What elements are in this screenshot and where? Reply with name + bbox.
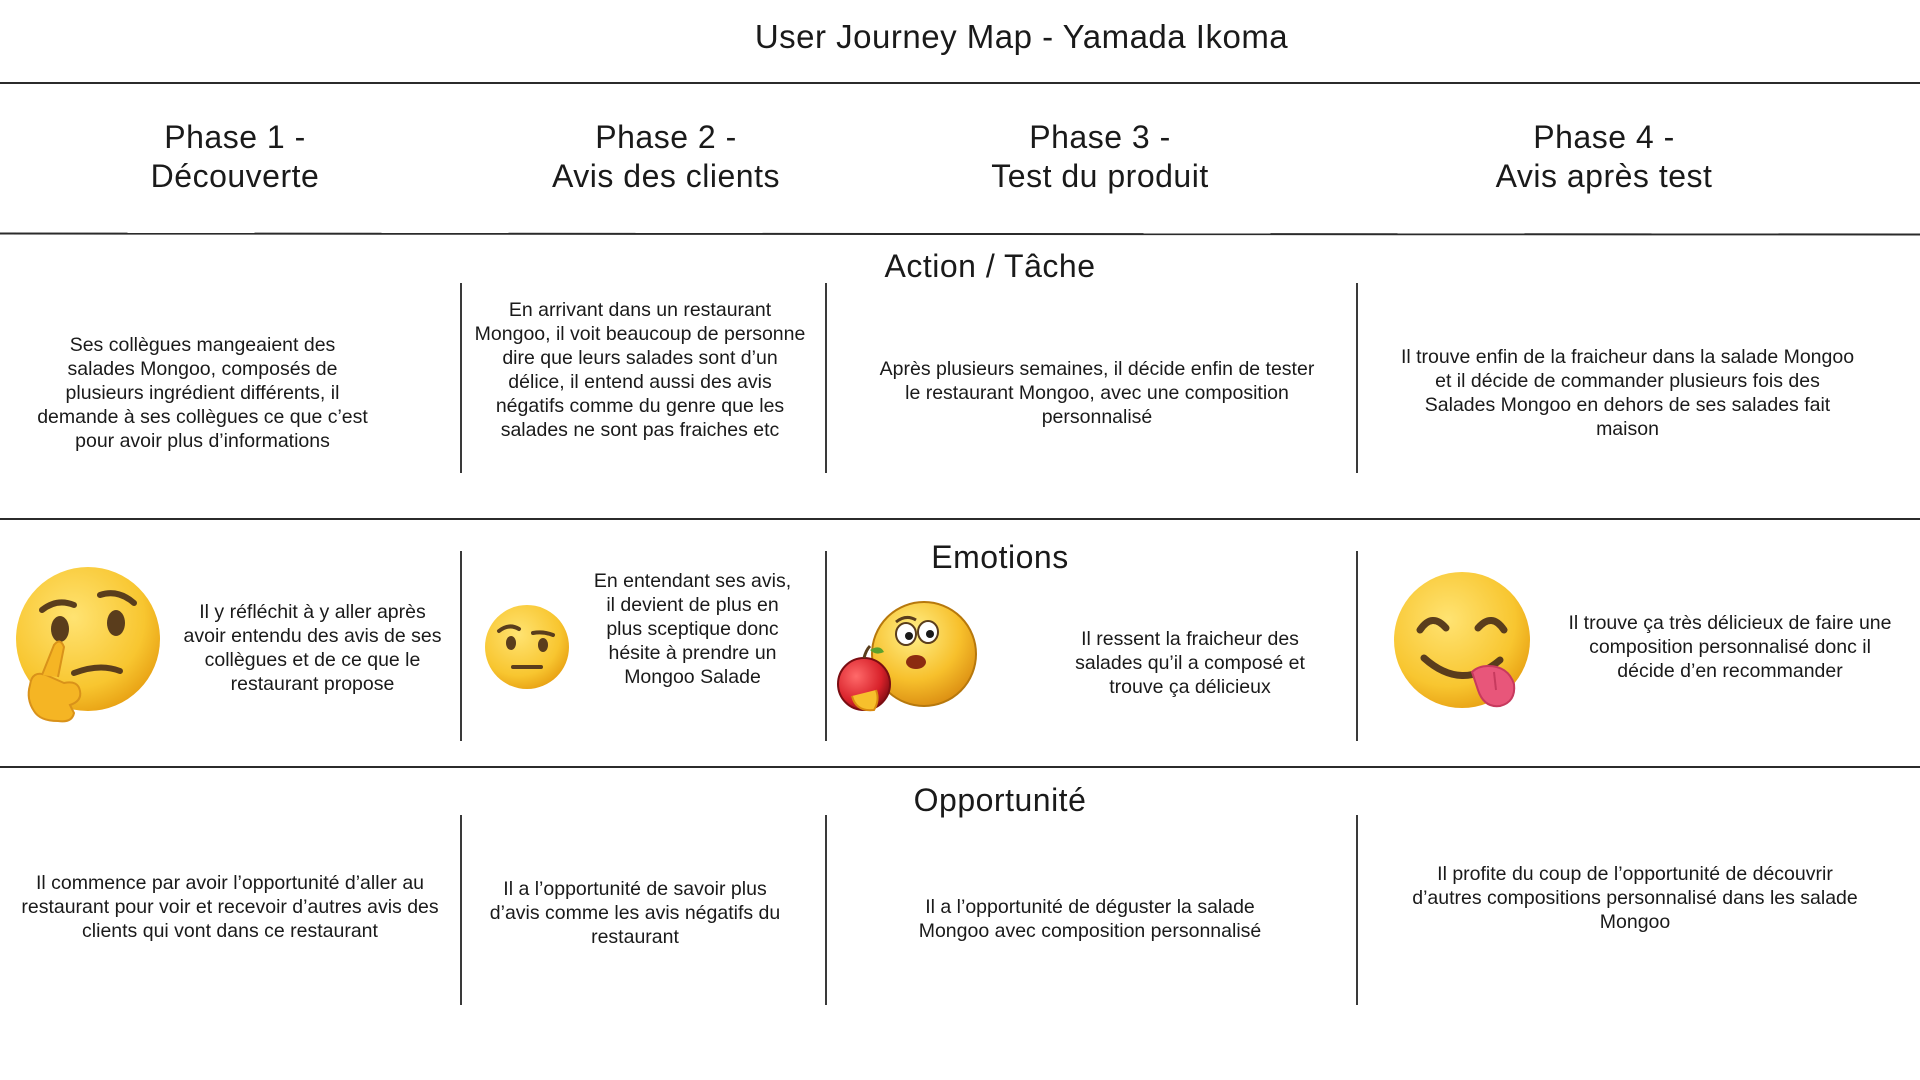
raised-eyebrow-face-icon (485, 605, 569, 689)
action-cell-4: Il trouve enfin de la fraicheur dans la … (1400, 346, 1855, 440)
opportunity-cell-1: Il commence par avoir l’opportunité d’al… (21, 872, 439, 942)
opportunity-cell-2: Il a l’opportunité de savoir plus d’avis… (489, 878, 781, 948)
column-divider (825, 551, 827, 741)
phase-2-line1: Phase 2 - (595, 119, 737, 155)
phase-1-line1: Phase 1 - (164, 119, 306, 155)
column-divider (460, 283, 462, 473)
phase-4-line1: Phase 4 - (1533, 119, 1675, 155)
column-divider (460, 551, 462, 741)
column-divider (1356, 283, 1358, 473)
column-divider (1356, 815, 1358, 1005)
emotion-cell-4-text: Il trouve ça très délicieux de faire une… (1568, 612, 1892, 682)
section-title-opportunity: Opportunité (913, 782, 1087, 818)
thinking-face-icon (16, 567, 160, 723)
column-divider (825, 815, 827, 1005)
section-title-emotions: Emotions (931, 539, 1069, 575)
opportunity-cell-3: Il a l’opportunité de déguster la salade… (918, 896, 1262, 942)
page-title: User Journey Map - Yamada Ikoma (754, 18, 1289, 55)
opportunity-cell-4: Il profite du coup de l’opportunité de d… (1412, 863, 1858, 933)
yum-face-icon (1394, 572, 1530, 708)
phase-3-line1: Phase 3 - (1029, 119, 1171, 155)
eating-apple-face-icon (837, 601, 977, 712)
divider-title (0, 82, 1920, 84)
action-cell-3: Après plusieurs semaines, il décide enfi… (879, 358, 1315, 428)
column-divider (825, 283, 827, 473)
phase-3-line2: Test du produit (991, 158, 1209, 194)
action-cell-1: Ses collègues mangeaient des salades Mon… (37, 334, 368, 452)
phase-3-header: Phase 3 - Test du produit (950, 118, 1250, 196)
phase-4-line2: Avis après test (1495, 158, 1713, 194)
divider-action (0, 518, 1920, 520)
section-title-action: Action / Tâche (884, 248, 1096, 284)
emotion-cell-2-text: En entendant ses avis, il devient de plu… (593, 570, 792, 688)
phase-2-header: Phase 2 - Avis des clients (520, 118, 812, 196)
phase-1-line2: Découverte (150, 158, 320, 194)
emotion-cell-3-text: Il ressent la fraicheur des salades qu’i… (1075, 628, 1305, 698)
phase-2-line2: Avis des clients (552, 158, 780, 194)
divider-phases (0, 232, 1920, 236)
emotion-cell-1-text: Il y réfléchit à y aller après avoir ent… (183, 601, 442, 695)
column-divider (460, 815, 462, 1005)
action-cell-2: En arrivant dans un restaurant Mongoo, i… (474, 299, 806, 441)
phase-4-header: Phase 4 - Avis après test (1450, 118, 1758, 196)
phase-1-header: Phase 1 - Découverte (95, 118, 375, 196)
divider-emotions (0, 766, 1920, 768)
column-divider (1356, 551, 1358, 741)
